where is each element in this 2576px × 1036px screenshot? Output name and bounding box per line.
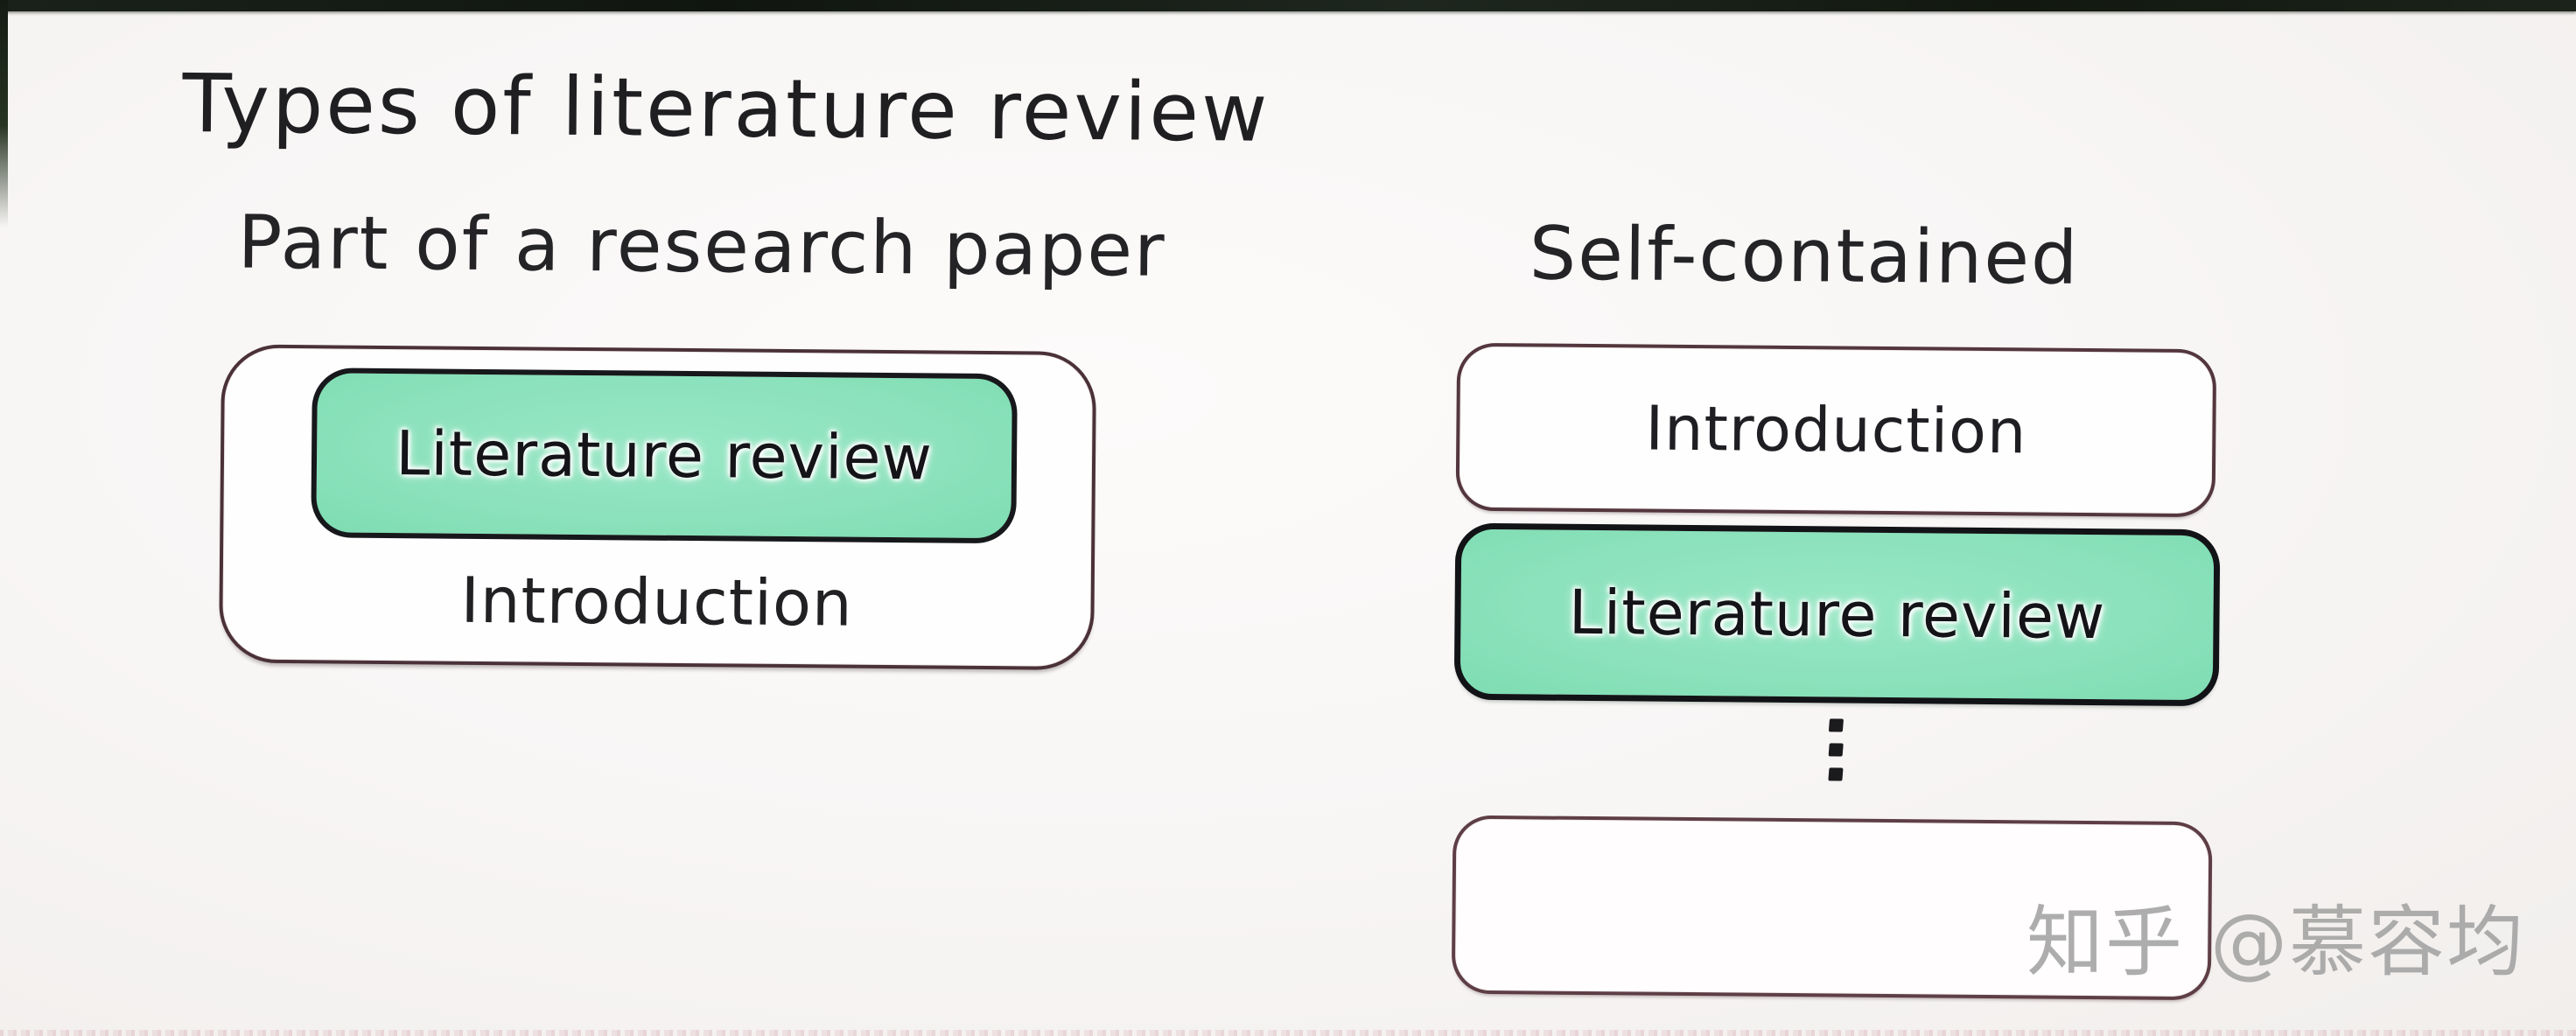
photo-bottom-edge — [0, 1030, 2576, 1036]
literature-review-box: Literature review — [1453, 522, 2221, 707]
literature-review-chip: Literature review — [311, 368, 1018, 544]
introduction-label: Introduction — [460, 563, 853, 640]
research-paper-box: Literature review Introduction — [218, 344, 1097, 671]
ellipsis-dot — [1828, 767, 1844, 781]
left-column-heading: Part of a research paper — [237, 199, 1166, 293]
right-column-heading: Self-contained — [1529, 210, 2080, 301]
watermark: 知乎 @慕容均 — [2026, 897, 2525, 987]
photo-left-edge — [0, 0, 8, 228]
ellipsis-dot — [1828, 718, 1844, 732]
ellipsis-dot — [1828, 743, 1844, 757]
photo-top-edge — [0, 0, 2576, 11]
vertical-ellipsis — [1828, 718, 1844, 781]
introduction-box: Introduction — [1455, 342, 2217, 518]
page-title: Types of literature review — [182, 56, 1270, 160]
